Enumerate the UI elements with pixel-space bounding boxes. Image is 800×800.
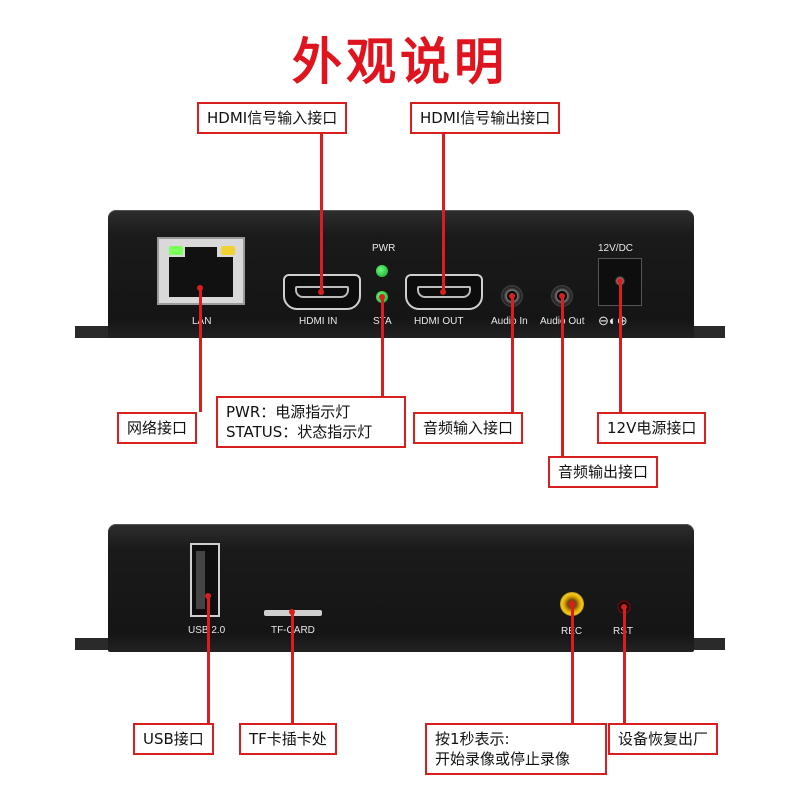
tf-callout: TF卡插卡处 <box>239 723 337 755</box>
audio-in-label: Audio In <box>491 316 528 327</box>
rst-callout: 设备恢复出厂 <box>608 723 719 755</box>
usb-callout-line <box>207 596 210 723</box>
page-title: 外观说明 <box>292 33 508 91</box>
usb-port <box>190 543 220 617</box>
hdmi-in-label: HDMI IN <box>299 316 338 327</box>
front-left-flange <box>75 326 115 338</box>
lan-dot <box>197 285 203 291</box>
audio-out-callout: 音频输出接口 <box>548 456 659 488</box>
usb-callout: USB接口 <box>133 723 214 755</box>
front-right-flange <box>685 326 725 338</box>
tf-dot <box>289 609 295 615</box>
power-dot <box>617 278 623 284</box>
back-right-flange <box>685 638 725 650</box>
lan-led-green <box>169 246 183 255</box>
power-callout: 12V电源接口 <box>597 412 707 444</box>
audio-out-callout-line <box>561 296 564 456</box>
hdmi-out-callout-line <box>442 128 445 292</box>
power-callout-line <box>619 281 622 412</box>
rec-callout-line1: 按1秒表示: <box>435 730 510 748</box>
indicator-callout-line <box>381 296 384 396</box>
rec-callout-line2: 开始录像或停止录像 <box>435 750 571 768</box>
rst-dot <box>621 604 627 610</box>
usb-dot <box>205 593 211 599</box>
dc-polarity-label: ⊖◐⊕ <box>598 313 628 328</box>
pwr-led <box>376 265 388 277</box>
audio-in-callout-line <box>511 296 514 412</box>
pwr-label: PWR <box>372 243 396 254</box>
tf-callout-line <box>291 610 294 723</box>
lan-callout-line <box>199 288 202 412</box>
hdmi-in-callout-line <box>320 128 323 292</box>
lan-callout: 网络接口 <box>117 412 198 444</box>
rst-callout-line <box>623 606 626 723</box>
dc-label: 12V/DC <box>598 243 634 254</box>
indicator-callout-line2: STATUS：状态指示灯 <box>226 423 373 441</box>
hdmi-out-dot <box>440 289 446 295</box>
hdmi-in-callout: HDMI信号输入接口 <box>197 102 348 134</box>
audio-in-callout: 音频输入接口 <box>413 412 524 444</box>
hdmi-out-label: HDMI OUT <box>414 316 464 327</box>
rec-dot <box>569 601 575 607</box>
hdmi-in-dot <box>318 289 324 295</box>
rec-callout: 按1秒表示: 开始录像或停止录像 <box>425 723 607 775</box>
audio-in-dot <box>509 293 515 299</box>
hdmi-out-callout: HDMI信号输出接口 <box>410 102 561 134</box>
lan-led-yellow <box>221 246 235 255</box>
indicator-callout: PWR：电源指示灯 STATUS：状态指示灯 <box>216 396 406 448</box>
usb-label: USB 2.0 <box>188 625 226 636</box>
sta-dot <box>379 294 385 300</box>
audio-out-dot <box>559 293 565 299</box>
rec-callout-line <box>571 603 574 723</box>
indicator-callout-line1: PWR：电源指示灯 <box>226 403 351 421</box>
back-left-flange <box>75 638 115 650</box>
